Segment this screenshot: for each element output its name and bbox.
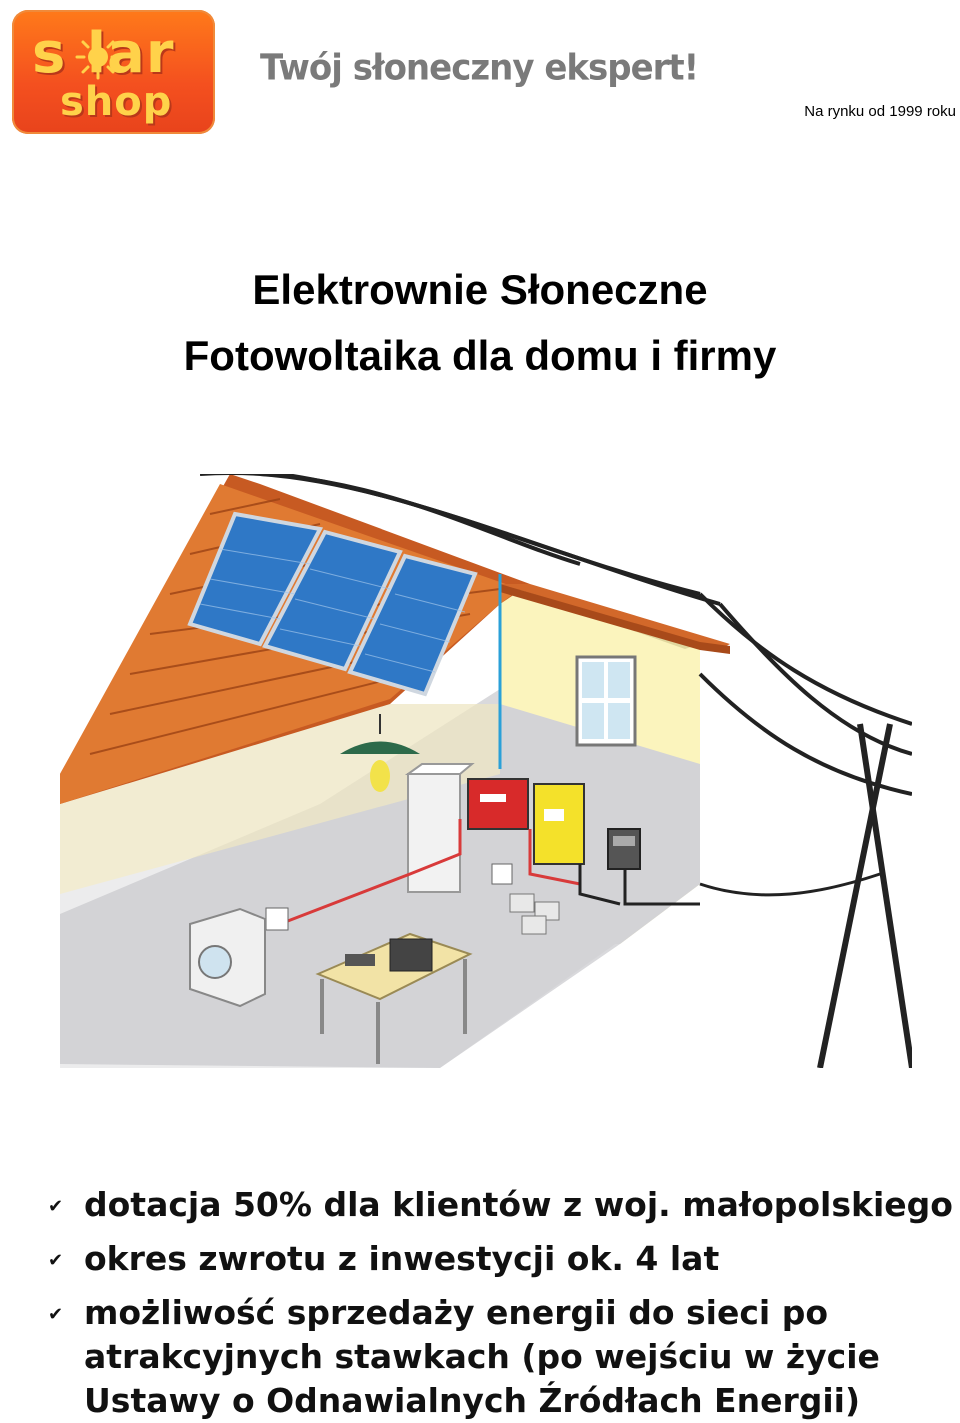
solar-house-illustration xyxy=(60,474,912,1068)
solar-panels xyxy=(187,511,478,697)
logo-word-shop: shop xyxy=(60,79,173,125)
ceiling-lamp xyxy=(340,714,420,792)
benefit-text: dotacja 50% dla klientów z woj. małopols… xyxy=(84,1185,953,1224)
list-item: ✔ możliwość sprzedaży energii do sieci p… xyxy=(0,1291,960,1423)
wiring xyxy=(279,819,700,926)
page-title-line-1: Elektrownie Słoneczne xyxy=(252,266,708,313)
batteries xyxy=(509,893,560,935)
red-inverter xyxy=(467,778,529,830)
window xyxy=(575,655,637,747)
checkmark-icon: ✔ xyxy=(48,1250,64,1271)
benefits-list: ✔ dotacja 50% dla klientów z woj. małopo… xyxy=(0,1183,960,1423)
boiler xyxy=(404,763,475,893)
page-title-line-2: Fotowoltaika dla domu i firmy xyxy=(183,332,777,379)
washing-machine xyxy=(189,907,266,1008)
yellow-charge-controller xyxy=(533,783,585,865)
socket-icon xyxy=(265,907,289,931)
checkmark-icon: ✔ xyxy=(48,1304,64,1325)
list-item: ✔ okres zwrotu z inwestycji ok. 4 lat xyxy=(0,1237,960,1281)
benefit-text: okres zwrotu z inwestycji ok. 4 lat xyxy=(84,1239,720,1278)
slogan: Twój słoneczny ekspert! xyxy=(260,47,699,89)
solar-shop-logo: s lar shop xyxy=(12,10,215,134)
desk-with-laptop xyxy=(315,932,473,1064)
sun-icon xyxy=(75,34,121,80)
socket-icon xyxy=(491,863,513,885)
checkmark-icon: ✔ xyxy=(48,1196,64,1217)
energy-meter xyxy=(607,828,641,870)
power-lines xyxy=(200,474,912,1068)
list-item: ✔ dotacja 50% dla klientów z woj. małopo… xyxy=(0,1183,960,1227)
since-year-note: Na rynku od 1999 roku xyxy=(804,103,956,120)
benefit-text: możliwość sprzedaży energii do sieci po … xyxy=(84,1293,880,1420)
